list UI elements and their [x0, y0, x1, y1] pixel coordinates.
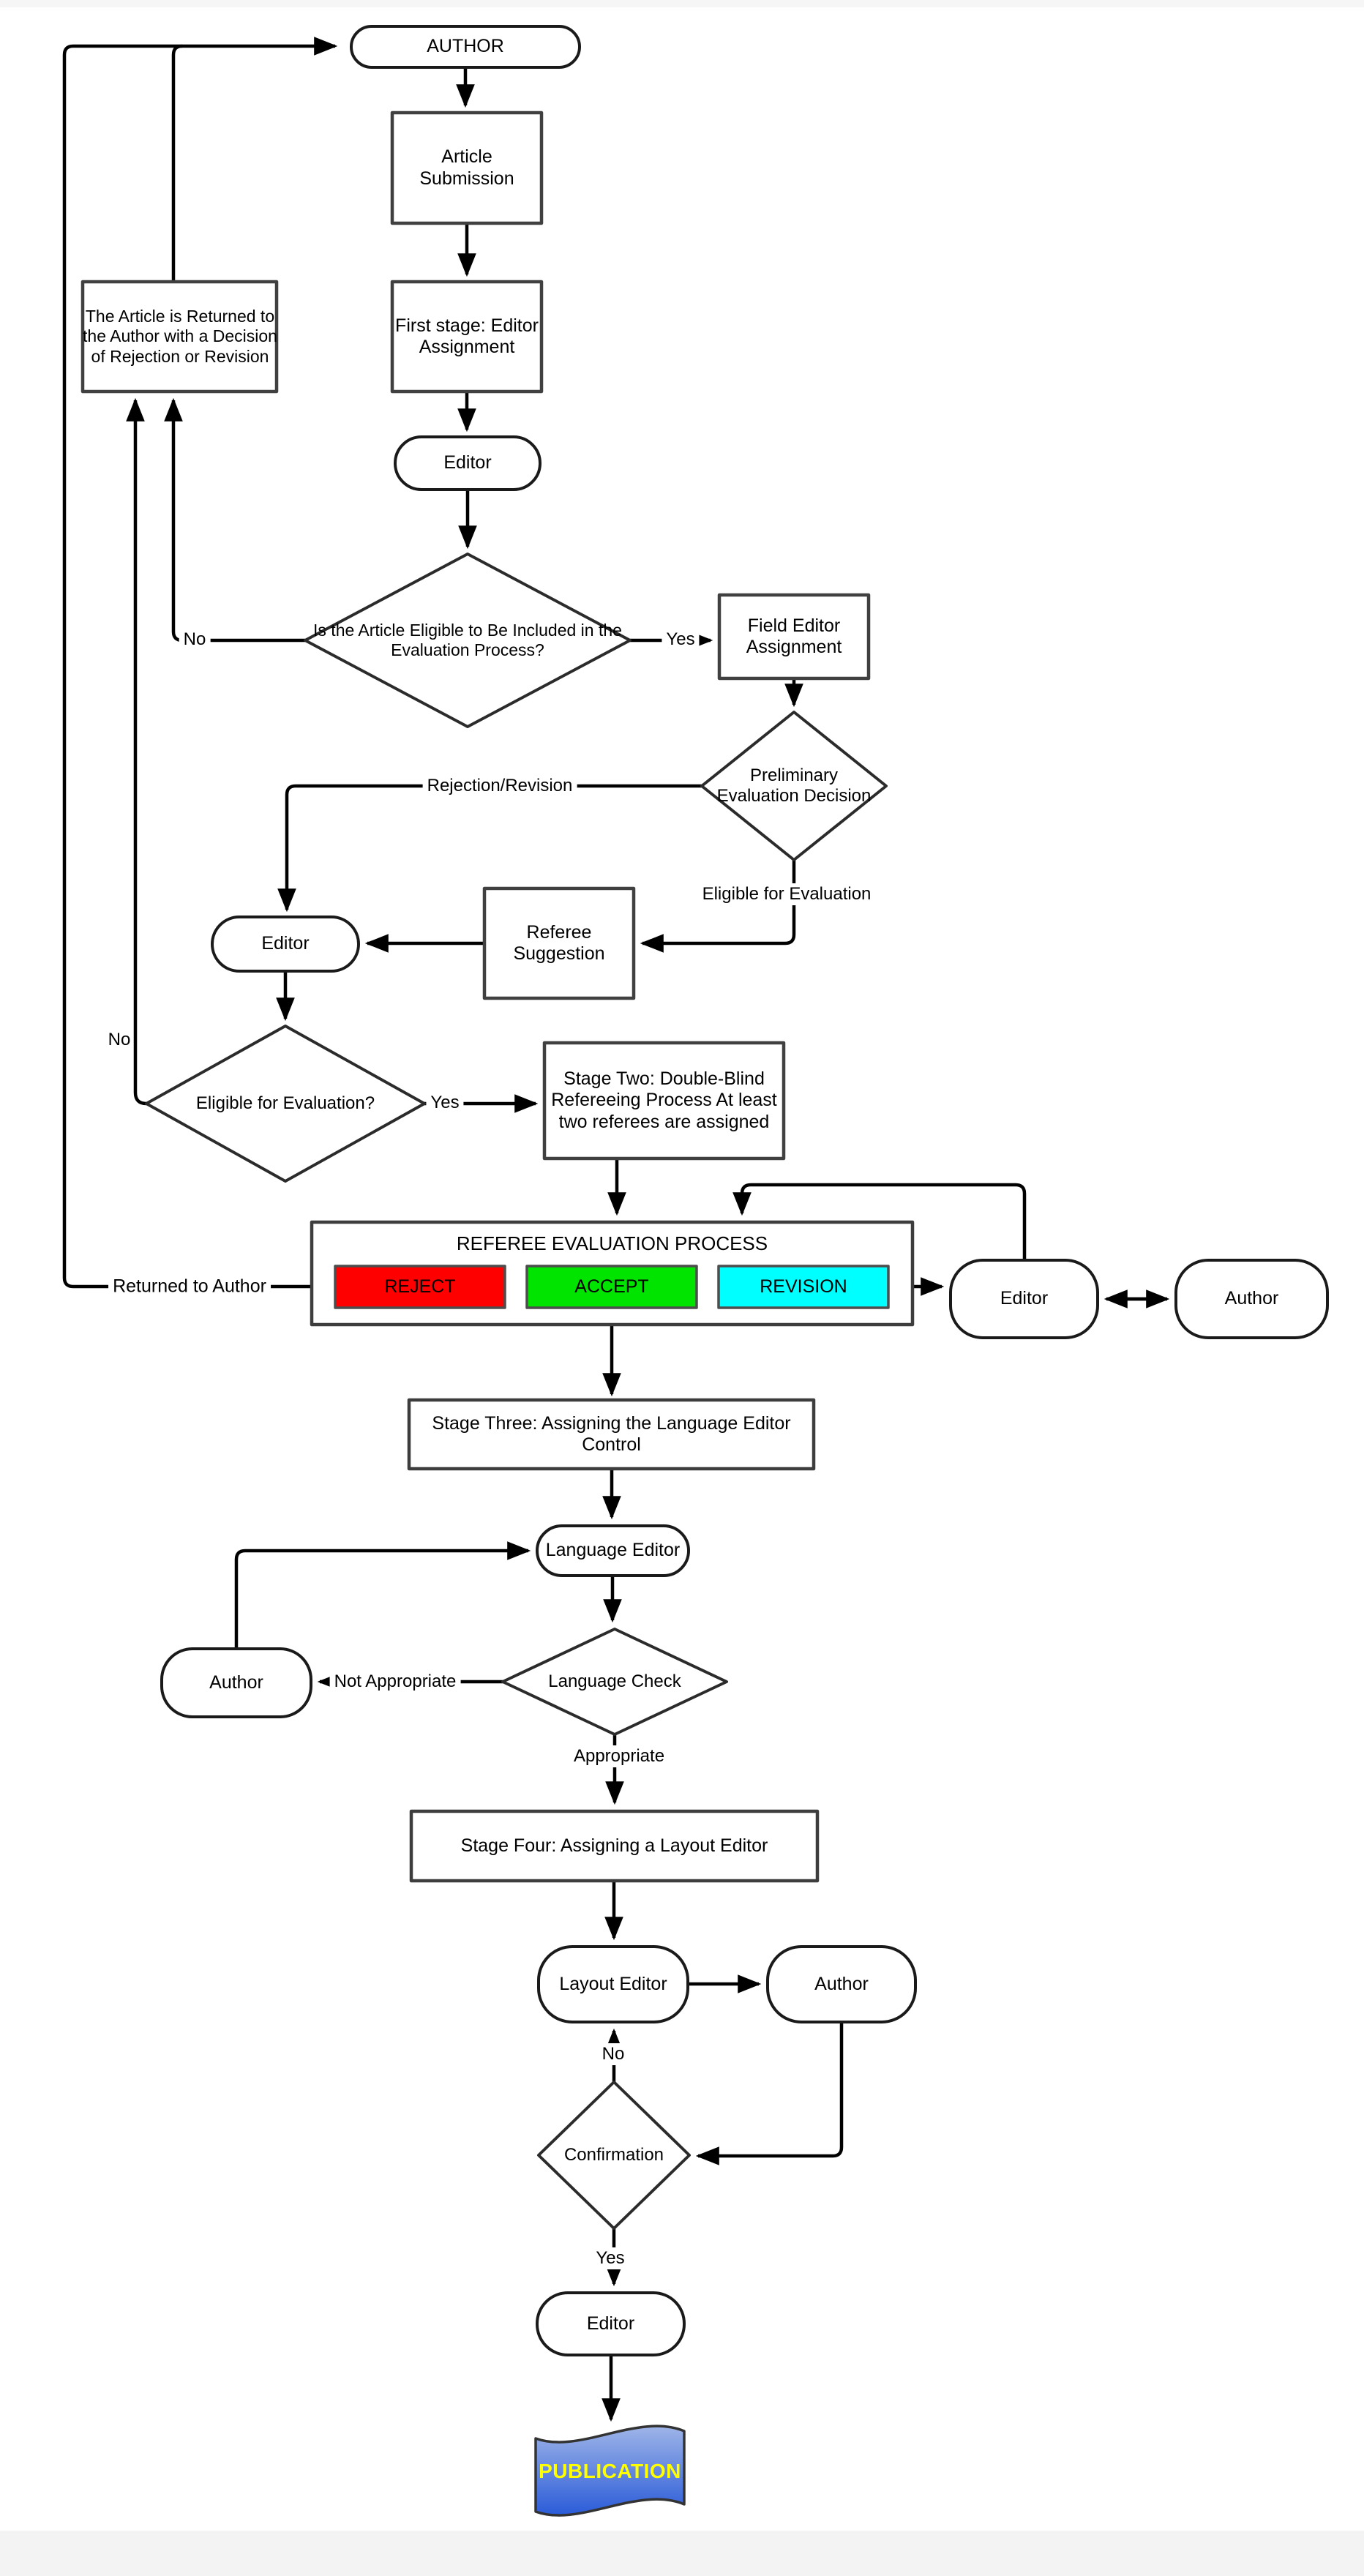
author-revision-label: Author [1224, 1288, 1279, 1309]
edge-label-appropriate: Appropriate [569, 1745, 670, 1767]
stage-four-shape [409, 1809, 820, 1883]
author-shape [350, 25, 581, 69]
publication-flag-shape [534, 2425, 686, 2517]
stage-four-label: Stage Four: Assigning a Layout Editor [460, 1835, 768, 1856]
author-revision-shape [1174, 1259, 1329, 1339]
edge-label-no-confirmation: No [597, 2043, 629, 2065]
eligibility-diamond-shape [304, 553, 632, 728]
author-layout-shape [766, 1945, 917, 2023]
field-editor-label: Field Editor Assignment [746, 615, 842, 658]
edge-preliminary-eligible [640, 860, 796, 953]
edge-returnednote-to-author [171, 44, 183, 282]
referee-process-title: REFEREE EVALUATION PROCESS [456, 1232, 768, 1254]
author-language-shape [160, 1647, 312, 1718]
editor3-shape [949, 1259, 1099, 1339]
editor4-shape [536, 2291, 686, 2356]
author-label: AUTHOR [427, 36, 504, 57]
stage-three-label: Stage Three: Assigning the Language Edit… [432, 1412, 791, 1456]
preliminary-diamond-label: Preliminary Evaluation Decision [716, 765, 872, 806]
edge-author-to-confirmation [695, 2022, 844, 2165]
editor1-shape [394, 435, 542, 491]
flow-shapes [80, 25, 1329, 2517]
bottom-margin [0, 2531, 1364, 2576]
edge-label-yes-eligibility: Yes [662, 629, 700, 651]
editor1-label: Editor [443, 452, 492, 473]
returned-note-label: The Article is Returned to the Author wi… [83, 307, 277, 366]
editor2-shape [211, 916, 360, 973]
referee-suggestion-shape [482, 886, 636, 1000]
edge-returned-to-author-long [62, 37, 338, 1289]
edge-preliminary-rejection [277, 784, 702, 913]
edge-label-returned-to-author: Returned to Author [108, 1275, 271, 1298]
confirmation-diamond-shape [537, 2081, 691, 2230]
edge-label-yes-referee: Yes [426, 1092, 464, 1114]
revision-box-shape [717, 1265, 890, 1309]
field-editor-shape [717, 593, 871, 681]
edge-label-no-eligibility: No [179, 629, 211, 651]
editor2-label: Editor [261, 933, 310, 954]
author-language-label: Author [209, 1671, 263, 1693]
edge-eligibility-no [164, 397, 305, 643]
edge-label-rejection-revision: Rejection/Revision [422, 775, 577, 797]
edge-authorlang-to-langeditor [234, 1541, 531, 1649]
eligibility-diamond-label: Is the Article Eligible to Be Included i… [313, 620, 622, 659]
article-submission-shape [390, 111, 544, 225]
edge-label-not-appropriate: Not Appropriate [329, 1671, 461, 1693]
stage-two-shape [542, 1041, 786, 1161]
publication-label: PUBLICATION [539, 2460, 681, 2483]
top-margin [0, 0, 1364, 7]
language-check-diamond-shape [501, 1628, 728, 1736]
editor4-label: Editor [586, 2313, 635, 2334]
eligible-diamond-label: Eligible for Evaluation? [195, 1093, 375, 1113]
accept-box-shape [525, 1265, 698, 1309]
edge-label-no-referee: No [108, 1030, 131, 1049]
edge-editor3-loop [732, 1183, 1027, 1260]
edge-label-yes-confirmation: Yes [591, 2247, 629, 2269]
article-submission-label: Article Submission [419, 146, 514, 189]
author-layout-label: Author [814, 1973, 869, 1994]
reject-box-shape [334, 1265, 506, 1309]
language-editor-shape [536, 1524, 690, 1577]
confirmation-label: Confirmation [563, 2144, 664, 2165]
layout-editor-shape [537, 1945, 689, 2023]
returned-note-shape [80, 280, 279, 394]
revision-box-label: REVISION [760, 1276, 847, 1297]
layout-editor-label: Layout Editor [559, 1973, 667, 1994]
edge-label-eligible-for-evaluation: Eligible for Evaluation [697, 883, 876, 905]
first-stage-label: First stage: Editor Assignment [395, 315, 539, 358]
stage-three-shape [407, 1398, 816, 1471]
editor3-label: Editor [1000, 1288, 1049, 1309]
referee-suggestion-label: Referee Suggestion [513, 921, 605, 965]
language-check-label: Language Check [548, 1671, 681, 1691]
accept-box-label: ACCEPT [574, 1276, 649, 1297]
eligible-diamond-shape [145, 1025, 426, 1183]
first-stage-shape [390, 280, 544, 394]
preliminary-diamond-shape [700, 711, 888, 861]
stage-two-label: Stage Two: Double-Blind Refereeing Proce… [551, 1068, 777, 1132]
reject-box-label: REJECT [384, 1276, 456, 1297]
language-editor-label: Language Editor [545, 1540, 681, 1561]
edge-eligible-no [126, 397, 150, 1106]
